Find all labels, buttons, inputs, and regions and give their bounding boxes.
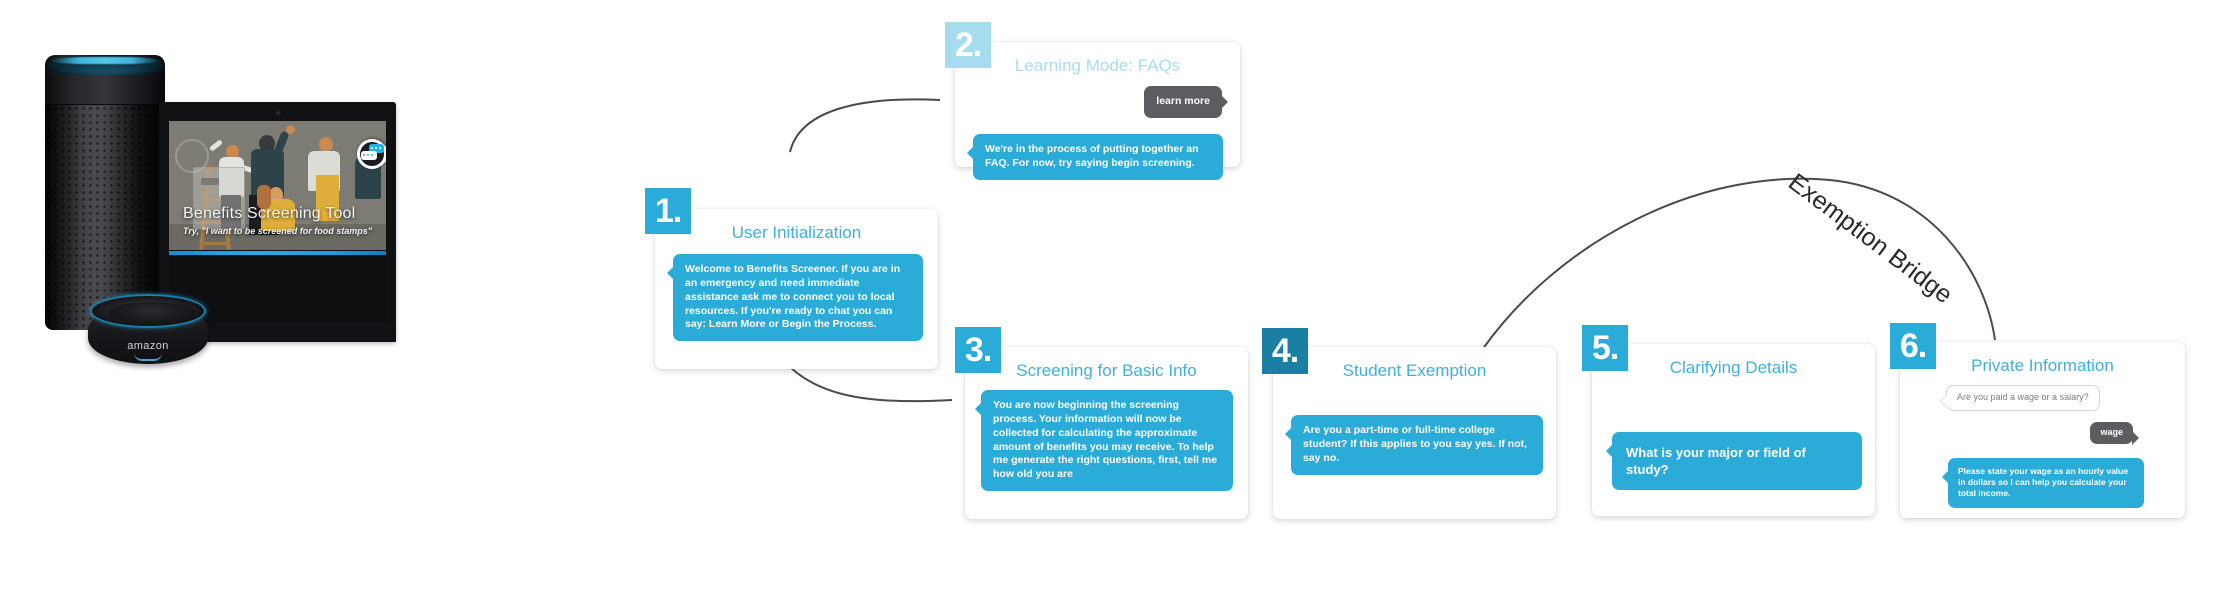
card-title: Student Exemption <box>1342 361 1487 380</box>
echo-top-band <box>45 75 165 105</box>
echo-speaker <box>45 55 165 330</box>
device-screen: Benefits Screening Tool Try, "I want to … <box>169 121 386 250</box>
user-message-bubble: learn more <box>1144 86 1228 118</box>
exemption-bridge-label: Exemption Bridge <box>1783 168 1958 310</box>
camera-icon <box>274 110 281 116</box>
screen-overlay-text: Benefits Screening Tool Try, "I want to … <box>183 205 376 236</box>
flow-card-clarifying-details[interactable]: Clarifying Details What is your major or… <box>1592 344 1875 516</box>
echo-show-tablet: Benefits Screening Tool Try, "I want to … <box>159 102 396 342</box>
step-badge-1: 1. <box>645 188 691 234</box>
flow-card-private-information[interactable]: Private Information Are you paid a wage … <box>1900 342 2185 518</box>
card-title: Learning Mode: FAQs <box>1014 56 1181 75</box>
screen-accent-bar <box>169 251 386 255</box>
step-badge-2: 2. <box>945 22 991 68</box>
ladder-illustration <box>201 164 233 250</box>
bot-message-bubble: What is your major or field of study? <box>1606 432 1862 491</box>
flow-card-user-initialization[interactable]: User Initialization Welcome to Benefits … <box>655 209 938 369</box>
bot-message-bubble: Please state your wage as an hourly valu… <box>1942 458 2144 508</box>
amazon-wordmark: amazon <box>88 340 208 361</box>
ghost-message-bubble: Are you paid a wage or a salary? <box>1946 385 2100 411</box>
step-badge-5: 5. <box>1582 325 1628 371</box>
amazon-echo-devices: Benefits Screening Tool Try, "I want to … <box>0 0 440 612</box>
tablet-chin <box>159 323 396 342</box>
card-title: Private Information <box>1971 356 2114 375</box>
screen-subtitle: Try, "I want to be screened for food sta… <box>183 226 373 236</box>
echo-mesh-shading <box>45 105 165 330</box>
flow-card-screening-basic-info[interactable]: Screening for Basic Info You are now beg… <box>965 347 1248 519</box>
bot-message-bubble: You are now beginning the screening proc… <box>975 390 1233 492</box>
chat-bubbles-icon <box>350 132 386 177</box>
card-title: Clarifying Details <box>1669 358 1798 377</box>
bot-message-bubble: We're in the process of putting together… <box>967 134 1223 180</box>
screen-title: Benefits Screening Tool <box>183 205 356 223</box>
bot-message-bubble: Welcome to Benefits Screener. If you are… <box>667 254 923 342</box>
echo-dot: amazon <box>88 294 208 368</box>
flow-card-student-exemption[interactable]: Student Exemption Are you a part-time or… <box>1273 347 1556 519</box>
card-title: User Initialization <box>731 223 862 242</box>
step-badge-6: 6. <box>1890 323 1936 369</box>
step-badge-4: 4. <box>1262 328 1308 374</box>
illustration-people <box>169 121 386 250</box>
echo-light-ring <box>45 55 165 77</box>
bot-message-bubble: Are you a part-time or full-time college… <box>1285 415 1543 475</box>
flow-card-learning-mode-faqs[interactable]: Learning Mode: FAQs learn more We're in … <box>955 42 1240 180</box>
user-message-bubble: wage <box>2090 422 2139 445</box>
card-title: Screening for Basic Info <box>1016 361 1197 380</box>
step-badge-3: 3. <box>955 327 1001 373</box>
